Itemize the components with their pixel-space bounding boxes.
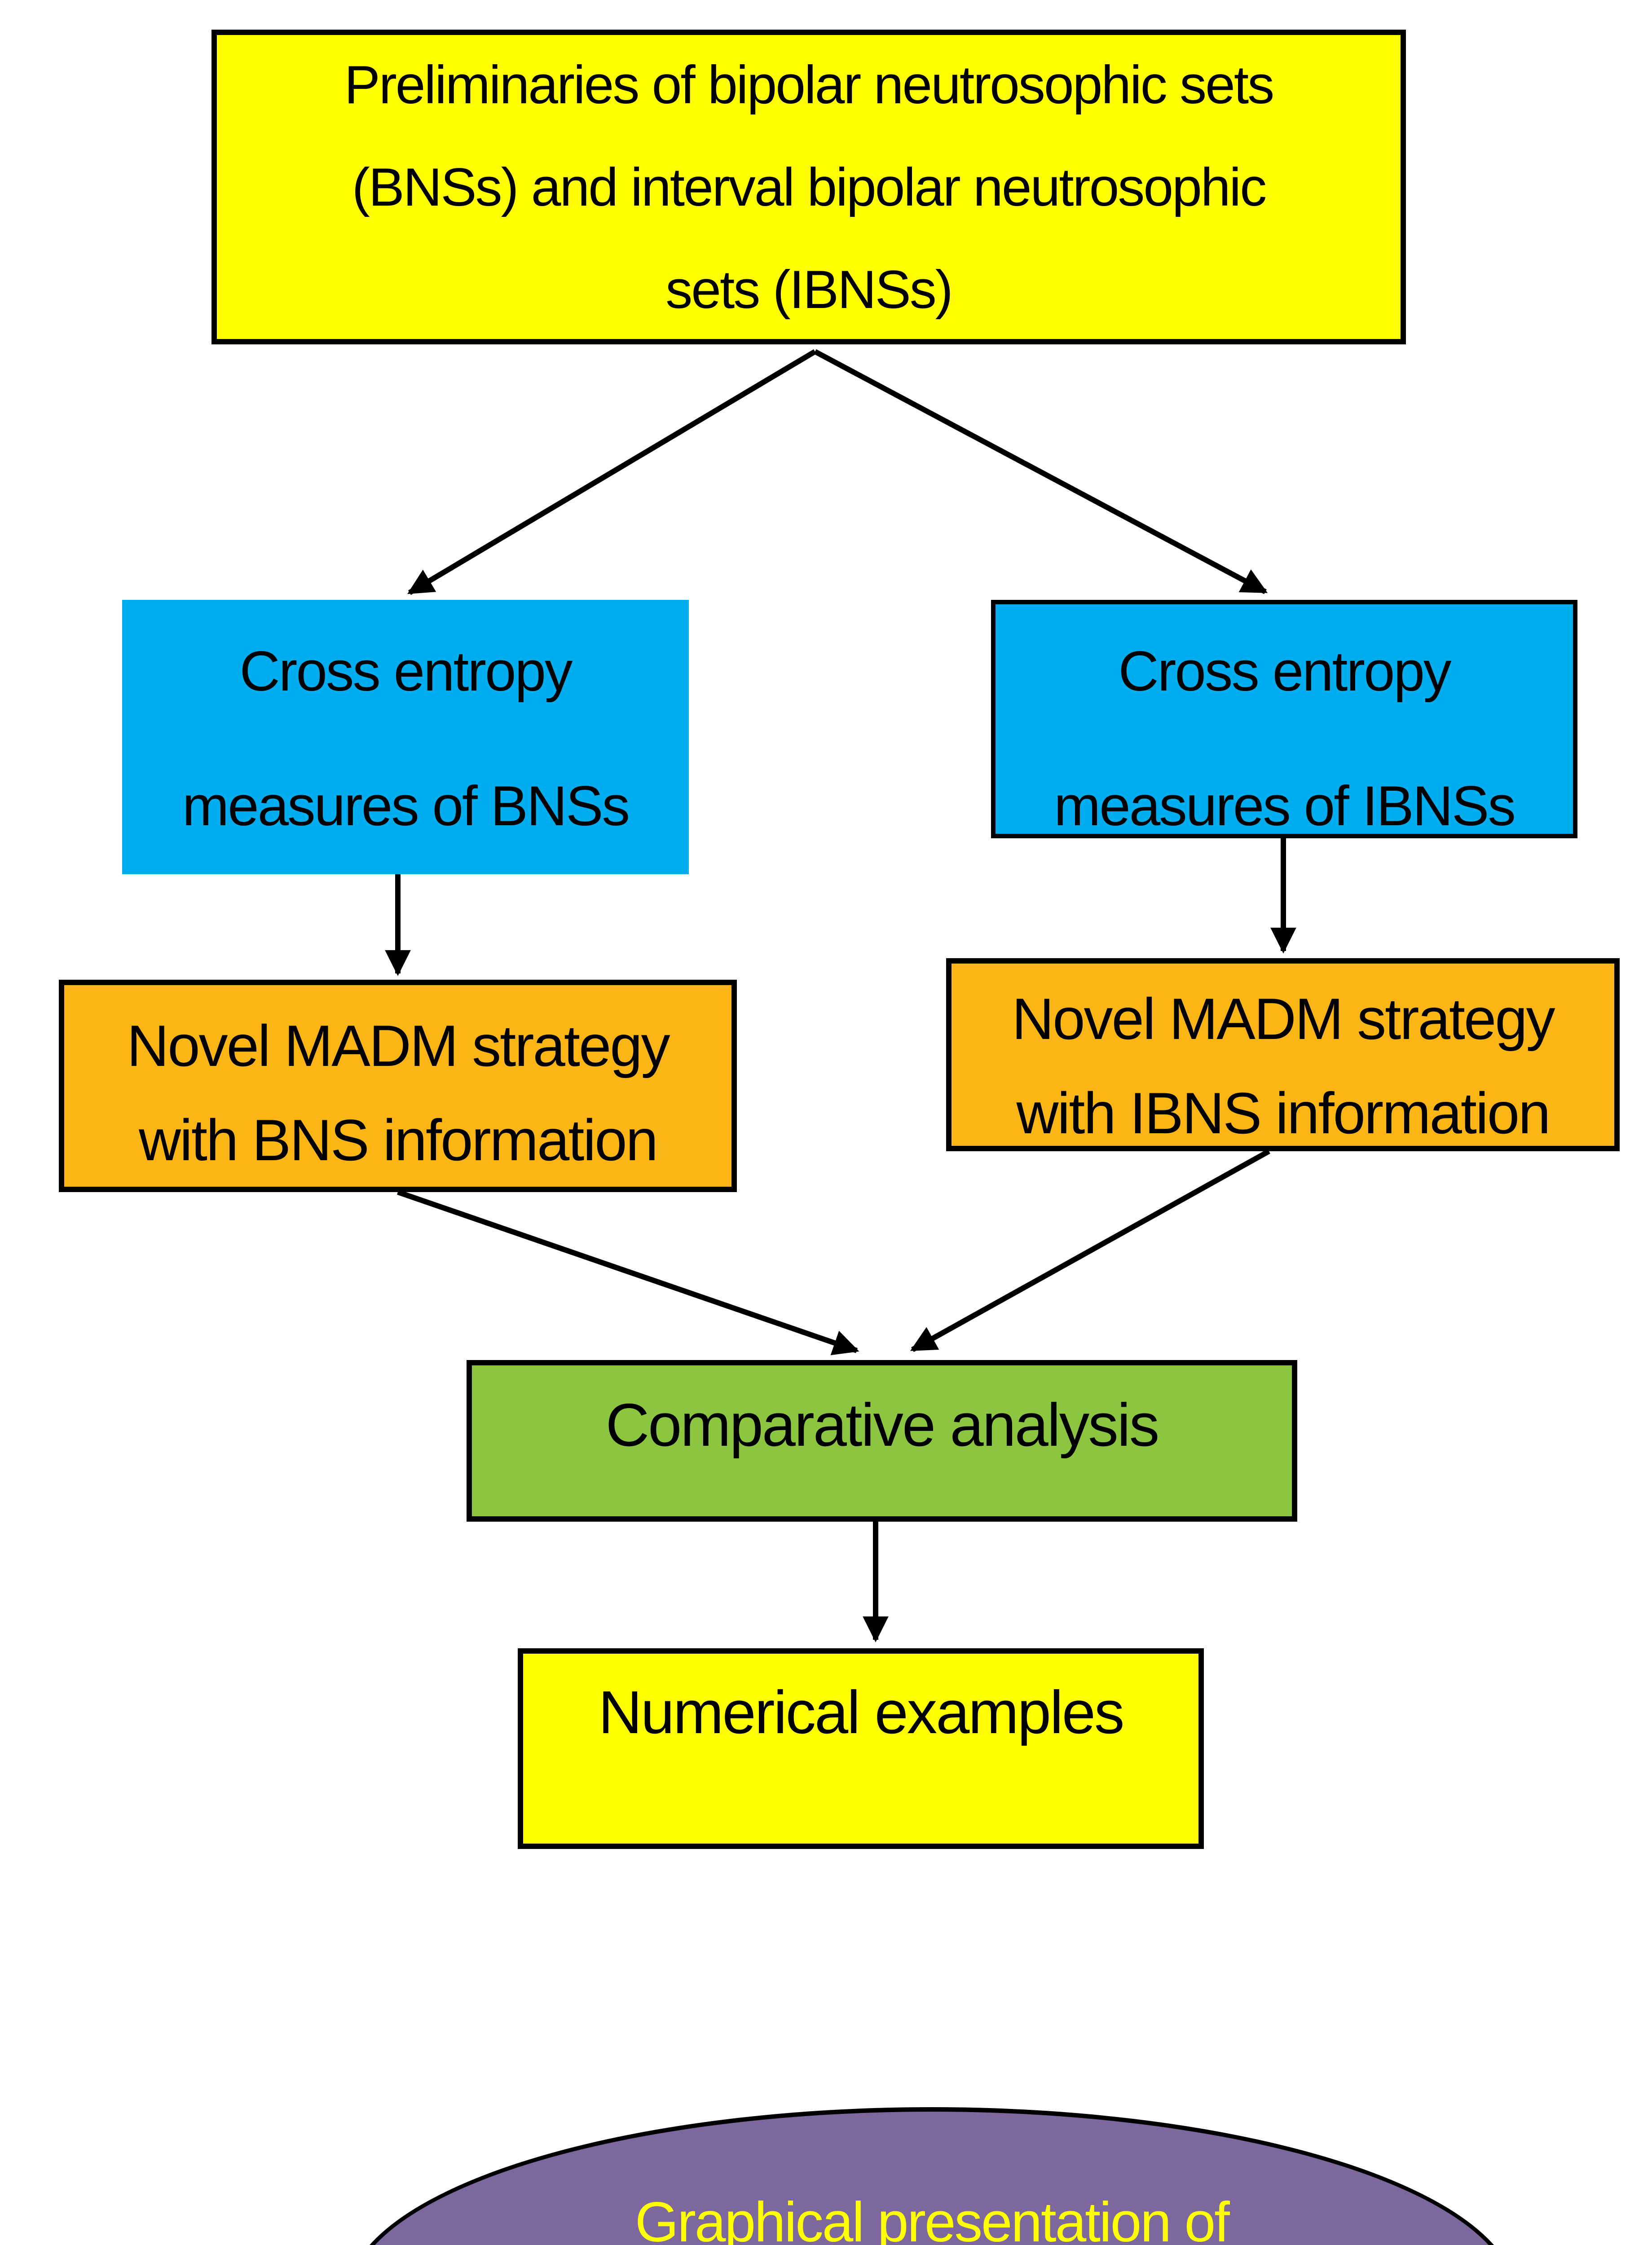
node-cross-entropy-ibns: Cross entropy measures of IBNSs — [991, 600, 1577, 838]
node-madm-bns-line1: Novel MADM strategy — [127, 1013, 670, 1078]
node-cross-entropy-ibns-line1: Cross entropy — [1118, 640, 1451, 703]
node-cross-entropy-bns-line1: Cross entropy — [239, 640, 573, 703]
arrow-madm-bns-to-comparative — [397, 1189, 859, 1356]
arrow-preliminaries-to-ibns — [814, 349, 1268, 594]
node-numerical-examples: Numerical examples — [518, 1648, 1204, 1849]
node-numerical-examples-line1: Numerical examples — [598, 1678, 1125, 1746]
node-madm-bns-line2: with BNS information — [139, 1107, 658, 1173]
node-comparative-analysis-line1: Comparative analysis — [605, 1391, 1160, 1459]
node-madm-ibns-line1: Novel MADM strategy — [1012, 986, 1555, 1052]
node-preliminaries: Preliminaries of bipolar neutrosophic se… — [211, 30, 1406, 344]
node-cross-entropy-bns: Cross entropy measures of BNSs — [122, 600, 689, 874]
node-preliminaries-line2: (BNSs) and interval bipolar neutrosophic — [352, 157, 1267, 217]
node-madm-ibns-line2: with IBNS information — [1016, 1080, 1551, 1146]
arrow-preliminaries-to-bns — [407, 349, 817, 595]
node-comparative-analysis: Comparative analysis — [467, 1360, 1297, 1522]
node-graphical-abstract-ellipse: Graphical presentation of Abstract — [346, 2107, 1517, 2245]
node-graphical-abstract-line1: Graphical presentation of — [635, 2191, 1230, 2245]
arrow-madm-ibns-to-comparative — [910, 1149, 1270, 1352]
node-preliminaries-line3: sets (IBNSs) — [665, 259, 953, 320]
node-preliminaries-line1: Preliminaries of bipolar neutrosophic se… — [344, 54, 1274, 115]
node-madm-ibns: Novel MADM strategy with IBNS informatio… — [946, 958, 1620, 1151]
node-madm-bns: Novel MADM strategy with BNS information — [59, 980, 737, 1192]
node-cross-entropy-ibns-line2: measures of IBNSs — [1054, 775, 1516, 837]
node-cross-entropy-bns-line2: measures of BNSs — [182, 775, 630, 837]
